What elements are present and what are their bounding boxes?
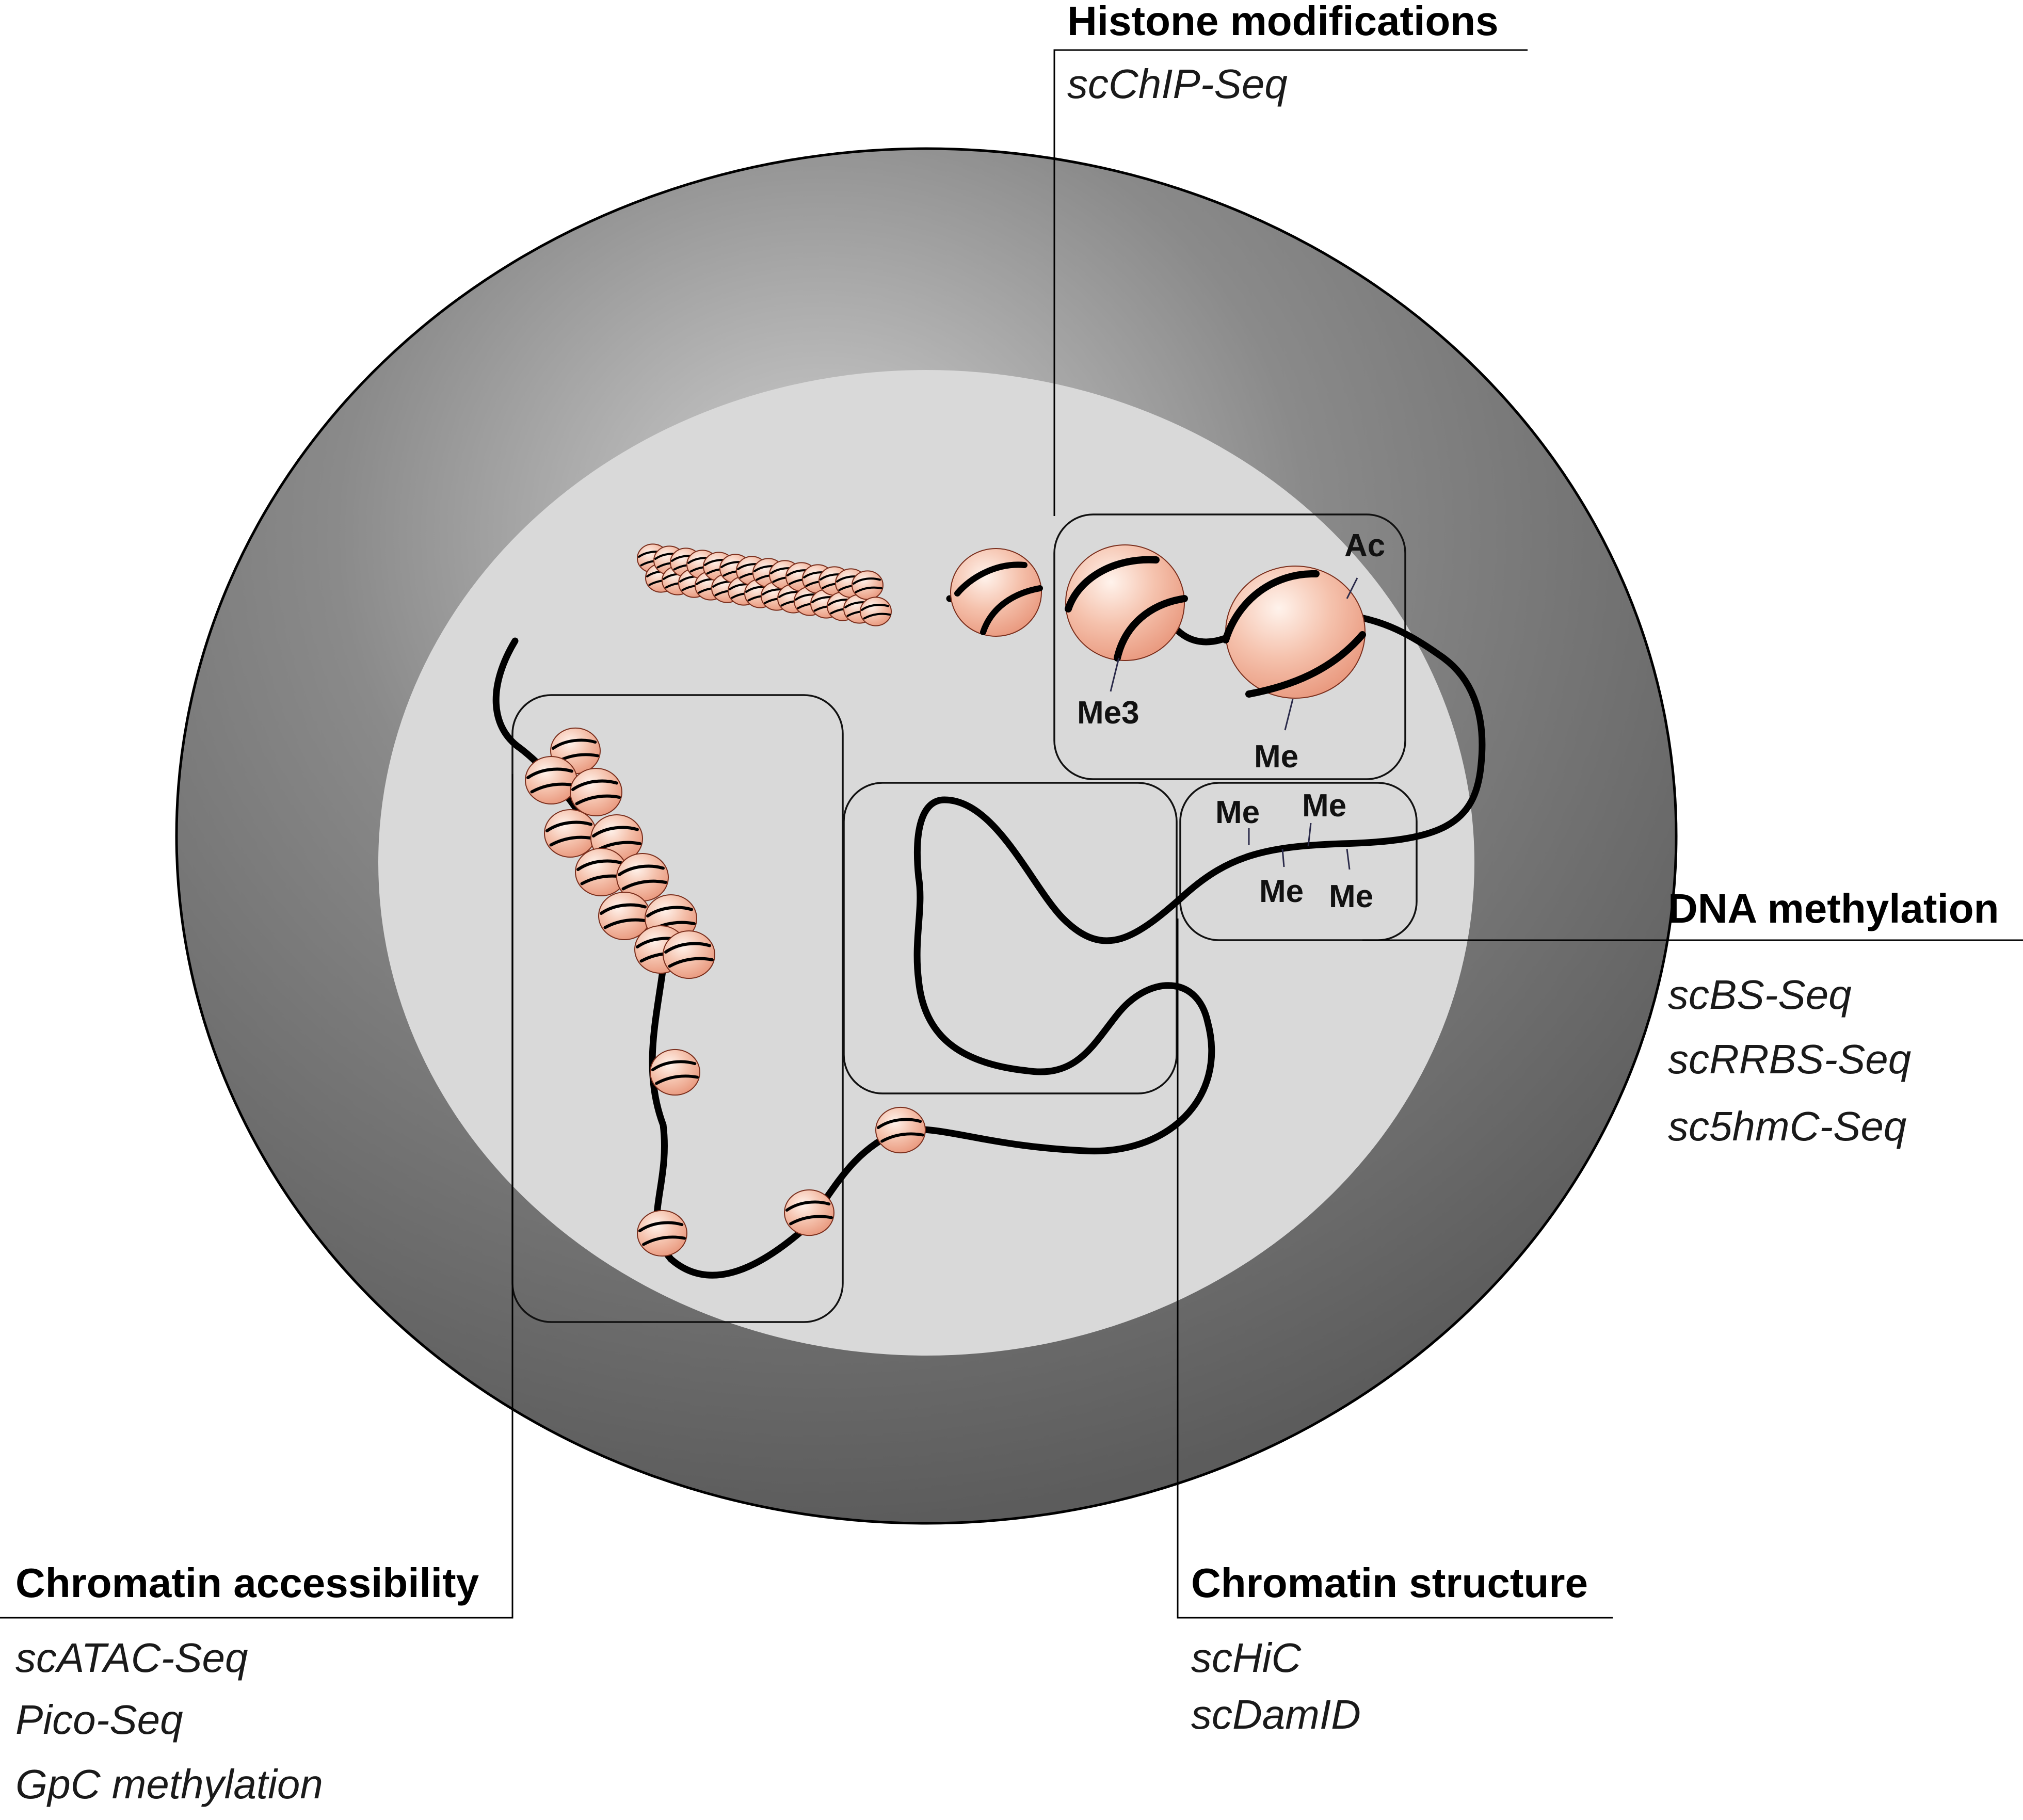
- accessibility-nucleosome: [570, 768, 622, 816]
- dna-mark-1: Me: [1215, 795, 1260, 830]
- accessibility-title: Chromatin accessibility: [15, 1560, 479, 1606]
- dna-me-tick-3: [1281, 848, 1285, 867]
- accessibility-nucleosomes: [525, 727, 926, 1257]
- histone-leader: [1053, 49, 1528, 516]
- nucleosome-large-2: [1065, 544, 1188, 662]
- methylation-title: DNA methylation: [1668, 885, 1999, 931]
- dna-strand: [492, 610, 1486, 1279]
- nucleosome-large-1: [950, 548, 1043, 637]
- accessibility-nucleosome: [525, 756, 577, 804]
- structure-method-1: scHiC: [1191, 1635, 1302, 1681]
- accessibility-nucleosome: [544, 809, 597, 858]
- accessibility-method-2: Pico-Seq: [15, 1697, 183, 1743]
- accessibility-nucleosome: [650, 1049, 700, 1096]
- accessibility-leader: [0, 774, 513, 1619]
- histone-region-box: [1053, 513, 1406, 780]
- dna-mark-4: Me: [1329, 879, 1373, 914]
- structure-leader: [1177, 919, 1613, 1619]
- histone-title: Histone modifications: [1067, 0, 1499, 44]
- accessibility-method-3: GpC methylation: [15, 1761, 323, 1807]
- accessibility-nucleosome: [616, 853, 669, 901]
- structure-region-box: [843, 782, 1178, 1094]
- structure-title: Chromatin structure: [1191, 1560, 1588, 1606]
- nucleus-inner: [378, 370, 1474, 1356]
- accessibility-nucleosome: [637, 1210, 687, 1257]
- compact-fiber: [637, 543, 892, 626]
- me-tick: [1284, 699, 1294, 731]
- fiber-nucleosome: [860, 597, 892, 626]
- accessibility-nucleosome: [663, 930, 715, 979]
- methylation-method-3: sc5hmC-Seq: [1668, 1103, 1906, 1149]
- accessibility-nucleosome: [875, 1106, 926, 1154]
- dna-me-tick-4: [1346, 848, 1351, 870]
- fiber-nucleosome: [852, 570, 884, 600]
- methylation-method-2: scRRBS-Seq: [1668, 1036, 1911, 1082]
- ac-tick: [1346, 577, 1358, 599]
- histone-method-1: scChIP-Seq: [1067, 61, 1288, 107]
- accessibility-nucleosome: [784, 1189, 834, 1236]
- histone-mark-me: Me: [1254, 739, 1298, 775]
- histone-mark-me3: Me3: [1077, 695, 1139, 731]
- dna-me-tick-2: [1307, 823, 1312, 847]
- me3-tick: [1110, 657, 1120, 692]
- accessibility-method-1: scATAC-Seq: [15, 1635, 248, 1681]
- histone-mark-ac: Ac: [1344, 528, 1385, 563]
- dna-mark-3: Me: [1259, 874, 1304, 909]
- nucleosome-large-3: [1222, 566, 1366, 699]
- methylation-region-box: [1179, 782, 1418, 941]
- dna-mark-2: Me: [1302, 788, 1346, 824]
- structure-method-2: scDamID: [1191, 1692, 1361, 1737]
- methylation-method-1: scBS-Seq: [1668, 972, 1852, 1018]
